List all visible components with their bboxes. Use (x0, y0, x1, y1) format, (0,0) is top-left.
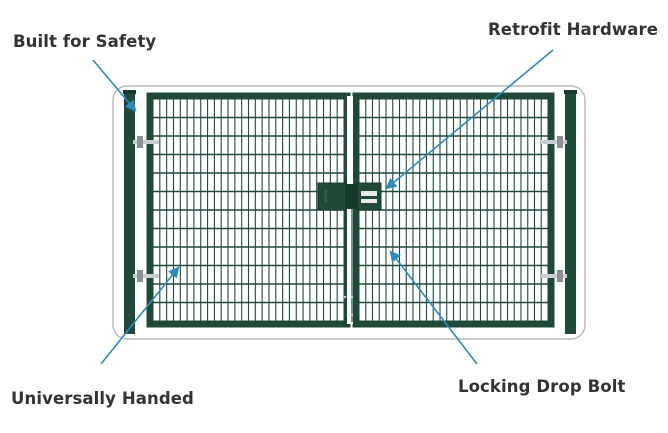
arrow-built-for-safety (92, 59, 137, 112)
frame-outline (112, 85, 586, 340)
arrow-retrofit-hardware (385, 49, 554, 190)
right-hinges (541, 136, 567, 282)
left-leaf-mesh (153, 99, 344, 321)
label-retrofit-hardware: Retrofit Hardware (488, 20, 659, 39)
label-built-for-safety: Built for Safety (13, 32, 157, 51)
label-universally-handed: Universally Handed (11, 389, 194, 408)
drop-bolt-dot-2 (350, 295, 354, 299)
right-leaf-frame (352, 92, 555, 328)
drop-bolt-dot-1 (343, 295, 347, 299)
label-locking-drop-bolt: Locking Drop Bolt (458, 377, 626, 396)
drop-bolt-dot-3 (350, 313, 354, 317)
lock-box (317, 182, 382, 211)
right-leaf-mesh (359, 99, 548, 321)
right-post (565, 90, 576, 334)
arrow-locking-drop-bolt (389, 250, 478, 365)
left-post-cap (123, 90, 136, 94)
arrow-universally-handed (100, 266, 180, 365)
center-meeting-stile (347, 96, 353, 324)
left-hinges (133, 136, 159, 282)
left-post (124, 90, 135, 334)
right-post-cap (564, 90, 577, 94)
